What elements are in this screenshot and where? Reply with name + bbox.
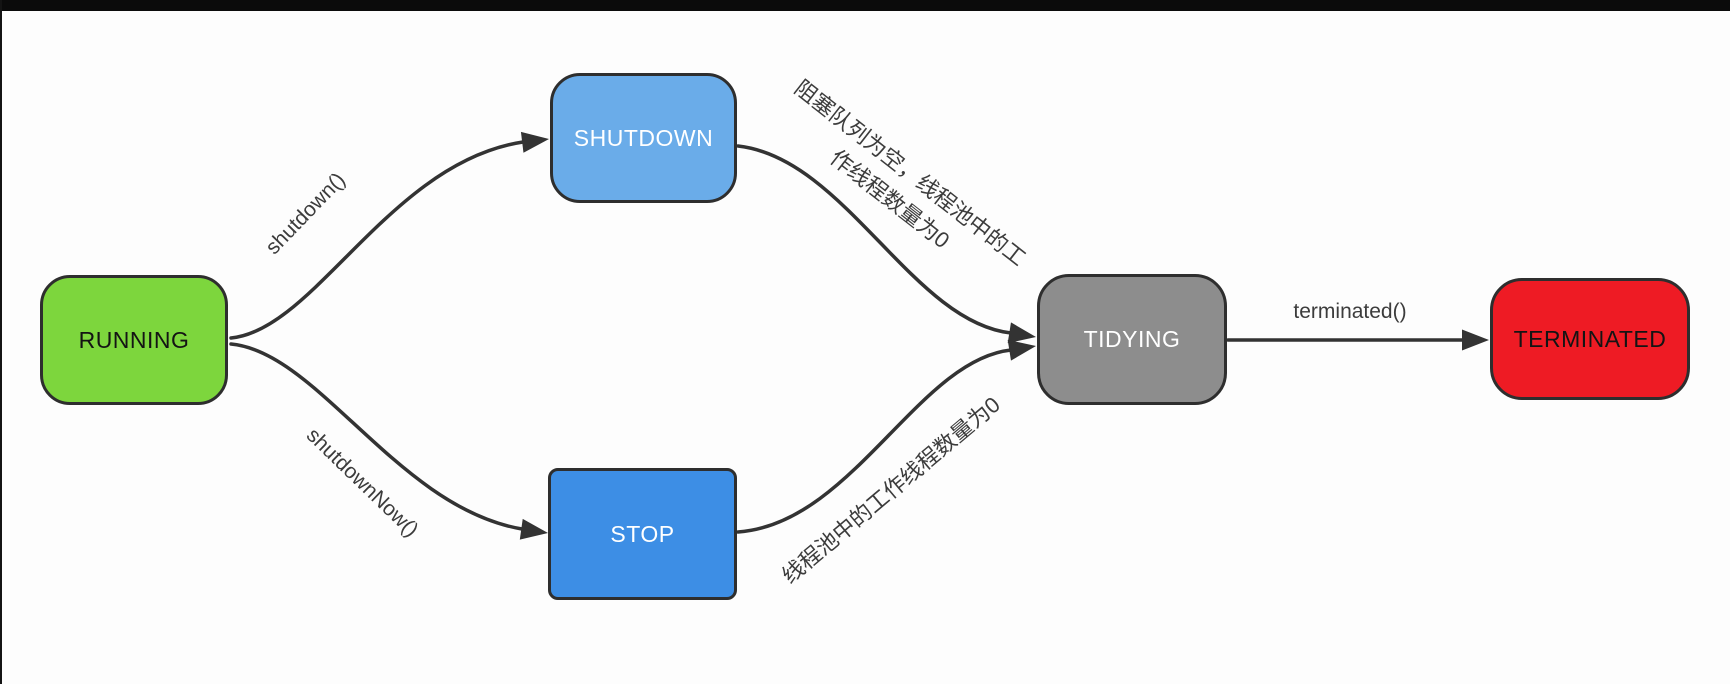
arrowhead-stop-to-tidying-icon: [1007, 339, 1036, 361]
edge-shutdown-to-tidying: [736, 144, 1013, 335]
arrowhead-running-to-stop-icon: [519, 518, 548, 540]
node-shutdown-label: SHUTDOWN: [573, 124, 714, 151]
arrowhead-shutdown-to-tidying-icon: [1007, 322, 1036, 344]
edge-lines-group: [229, 140, 1465, 534]
node-shutdown: SHUTDOWN: [550, 73, 737, 203]
letterbox-top-bar: [0, 0, 1730, 11]
node-terminated-label: TERMINATED: [1513, 325, 1667, 352]
arrowheads-group: [519, 131, 1489, 540]
node-running: RUNNING: [40, 275, 228, 405]
edge-running-to-stop: [229, 342, 524, 531]
node-tidying: TIDYING: [1037, 274, 1227, 405]
node-stop-label: STOP: [610, 520, 675, 547]
edge-running-to-shutdown: [229, 140, 525, 340]
node-tidying-label: TIDYING: [1083, 326, 1181, 352]
edge-label-terminated: terminated(): [1293, 300, 1407, 323]
arrowhead-tidying-to-terminated-icon: [1462, 329, 1489, 351]
node-running-label: RUNNING: [78, 326, 190, 353]
node-stop: STOP: [548, 468, 737, 600]
letterbox-left-edge: [0, 0, 2, 684]
arrowhead-running-to-shutdown-icon: [520, 131, 549, 153]
node-terminated: TERMINATED: [1490, 278, 1690, 400]
edge-stop-to-tidying: [736, 348, 1013, 534]
